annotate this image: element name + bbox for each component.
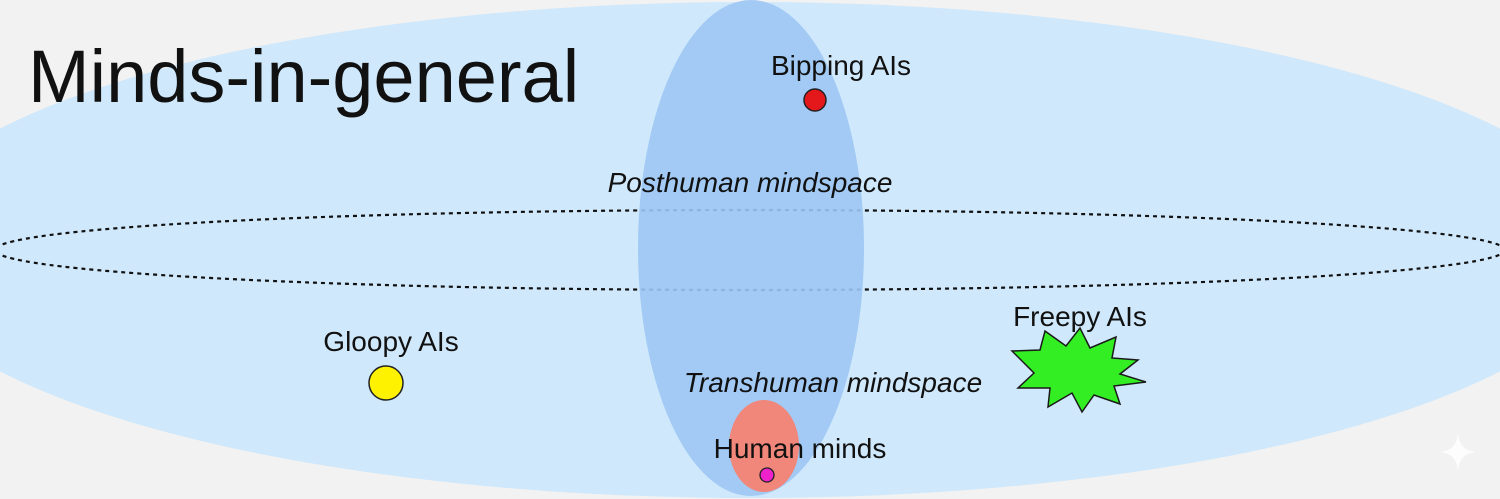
freepy-starburst-icon [1010,326,1147,414]
sparkle-watermark-icon [1440,434,1476,470]
posthuman-mindspace-label: Posthuman mindspace [608,167,893,198]
gloopy-ais-label: Gloopy AIs [323,326,458,357]
gloopy-marker-icon [368,365,404,401]
human-minds-region [729,400,799,492]
transhuman-region [638,0,864,496]
human-marker-icon [759,467,775,483]
transhuman-mindspace-label: Transhuman mindspace [684,367,982,398]
bipping-marker-icon [803,88,827,112]
freepy-ais-label: Freepy AIs [1013,301,1147,332]
bipping-ais-label: Bipping AIs [771,50,911,81]
human-minds-label: Human minds [714,433,887,464]
diagram-title: Minds-in-general [28,35,579,118]
